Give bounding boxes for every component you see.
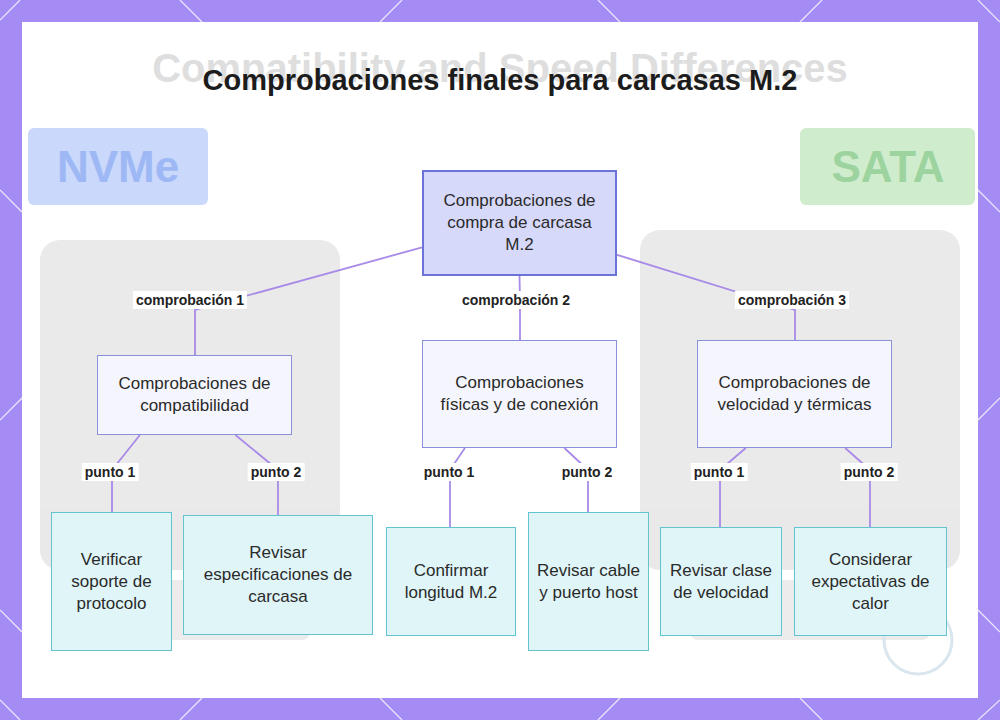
check-box: Verificar soporte de protocolo xyxy=(51,512,172,651)
node-text: Comprobaciones de velocidad y térmicas xyxy=(706,372,883,416)
edge-label: punto 1 xyxy=(82,463,139,481)
faded-illustration xyxy=(40,230,960,640)
watermark-text: NVMe xyxy=(57,142,179,192)
text-stack: Revisar cable y puerto host xyxy=(537,560,640,604)
text-stack: Confirmar longitud M.2 xyxy=(395,560,507,604)
check-box: Revisar cable y puerto host xyxy=(528,512,649,651)
node-text: Comprobaciones físicas y de conexión xyxy=(431,372,608,416)
text-stack: Comprobaciones de velocidad y térmicas xyxy=(706,372,883,416)
check-box: Revisar clase de velocidad xyxy=(660,527,782,636)
faded-badge xyxy=(28,128,208,205)
check-box: Revisar especificaciones de carcasa xyxy=(183,515,373,635)
node-text: Considerar expectativas de calor xyxy=(803,549,938,615)
edge-label: punto 1 xyxy=(421,463,478,481)
category-box: Comprobaciones físicas y de conexión xyxy=(422,340,617,448)
panel xyxy=(22,22,978,698)
node-text: Verificar soporte de protocolo xyxy=(60,549,163,615)
diagram-title: Comprobaciones finales para carcasas M.2 xyxy=(150,62,850,98)
text-stack: Comprobaciones de compatibilidad xyxy=(106,373,283,417)
text-stack: Comprobaciones de compra de carcasa M.2 xyxy=(432,190,607,256)
node-text: Revisar cable y puerto host xyxy=(537,560,640,604)
category-box: Comprobaciones de velocidad y térmicas xyxy=(697,340,892,448)
faded-badge xyxy=(800,128,975,205)
text-stack: Revisar clase de velocidad xyxy=(669,560,773,604)
node-text: Confirmar longitud M.2 xyxy=(395,560,507,604)
node-text: Revisar especificaciones de carcasa xyxy=(192,542,364,608)
connector-line xyxy=(450,448,465,527)
check-box: Confirmar longitud M.2 xyxy=(386,527,516,636)
edge-label: punto 2 xyxy=(248,463,305,481)
text-stack: Considerar expectativas de calor xyxy=(803,549,938,615)
node-text: Comprobaciones de compra de carcasa M.2 xyxy=(432,190,607,256)
text-stack: Verificar soporte de protocolo xyxy=(60,549,163,615)
edge-label: comprobación 2 xyxy=(459,291,573,309)
text-stack: Revisar especificaciones de carcasa xyxy=(192,542,364,608)
category-box: Comprobaciones de compatibilidad xyxy=(97,355,292,435)
watermark-text: SATA xyxy=(831,142,944,192)
root-box: Comprobaciones de compra de carcasa M.2 xyxy=(422,170,617,276)
connector-line xyxy=(720,448,746,527)
edge-label: punto 1 xyxy=(691,463,748,481)
edge-label: comprobación 3 xyxy=(735,291,849,309)
connector-line xyxy=(845,448,870,527)
node-text: Comprobaciones de compatibilidad xyxy=(106,373,283,417)
check-box: Considerar expectativas de calor xyxy=(794,527,947,636)
edge-label: comprobación 1 xyxy=(133,291,247,309)
edge-label: punto 2 xyxy=(559,463,616,481)
node-text: Revisar clase de velocidad xyxy=(669,560,773,604)
text-stack: Comprobaciones físicas y de conexión xyxy=(431,372,608,416)
edge-label: punto 2 xyxy=(841,463,898,481)
